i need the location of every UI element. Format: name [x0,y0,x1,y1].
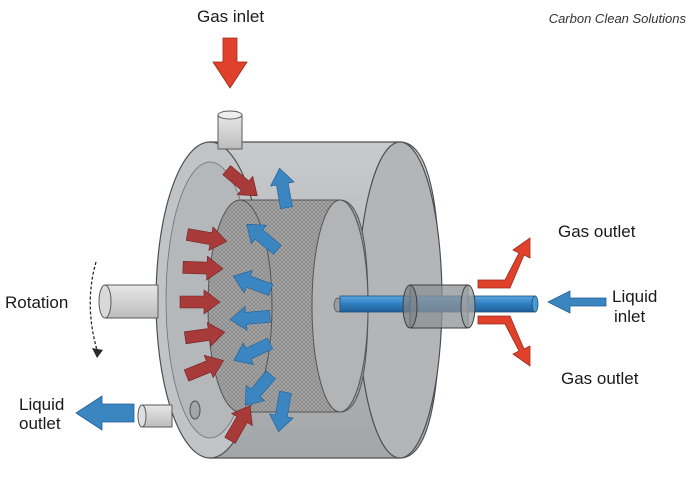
liquid-flow-arrows [229,167,295,433]
rotation-arrow-icon [89,261,103,358]
gas-outlet-lower-label: Gas outlet [561,369,639,388]
liquid-outlet-arrow-icon [75,395,135,431]
liquid-outlet-label-line1: Liquid [19,395,65,414]
source-credit: Carbon Clean Solutions [548,11,686,26]
liquid-inlet-arrow-icon [547,290,607,314]
liquid-inlet-label-line1: Liquid [612,287,658,306]
gas-outlet-arrows [477,237,531,367]
gas-outlet-upper-label: Gas outlet [558,222,636,241]
gas-inlet-label: Gas inlet [197,7,265,26]
gas-outlet-sleeve [402,284,476,329]
drain-hole [189,400,201,420]
gas-outlet-upper-arrow-icon [477,237,531,289]
gas-flow-arrows [179,165,258,444]
rotor-shaft [98,284,159,319]
gas-inlet-arrow-icon [212,37,248,89]
liquid-outlet-nozzle [137,404,173,428]
gas-inlet-nozzle [217,110,243,150]
liquid-inlet-label-line2: inlet [614,307,646,326]
rotation-label: Rotation [5,293,69,312]
gas-outlet-lower-arrow-icon [477,315,531,367]
liquid-outlet-label-line2: outlet [19,414,61,433]
